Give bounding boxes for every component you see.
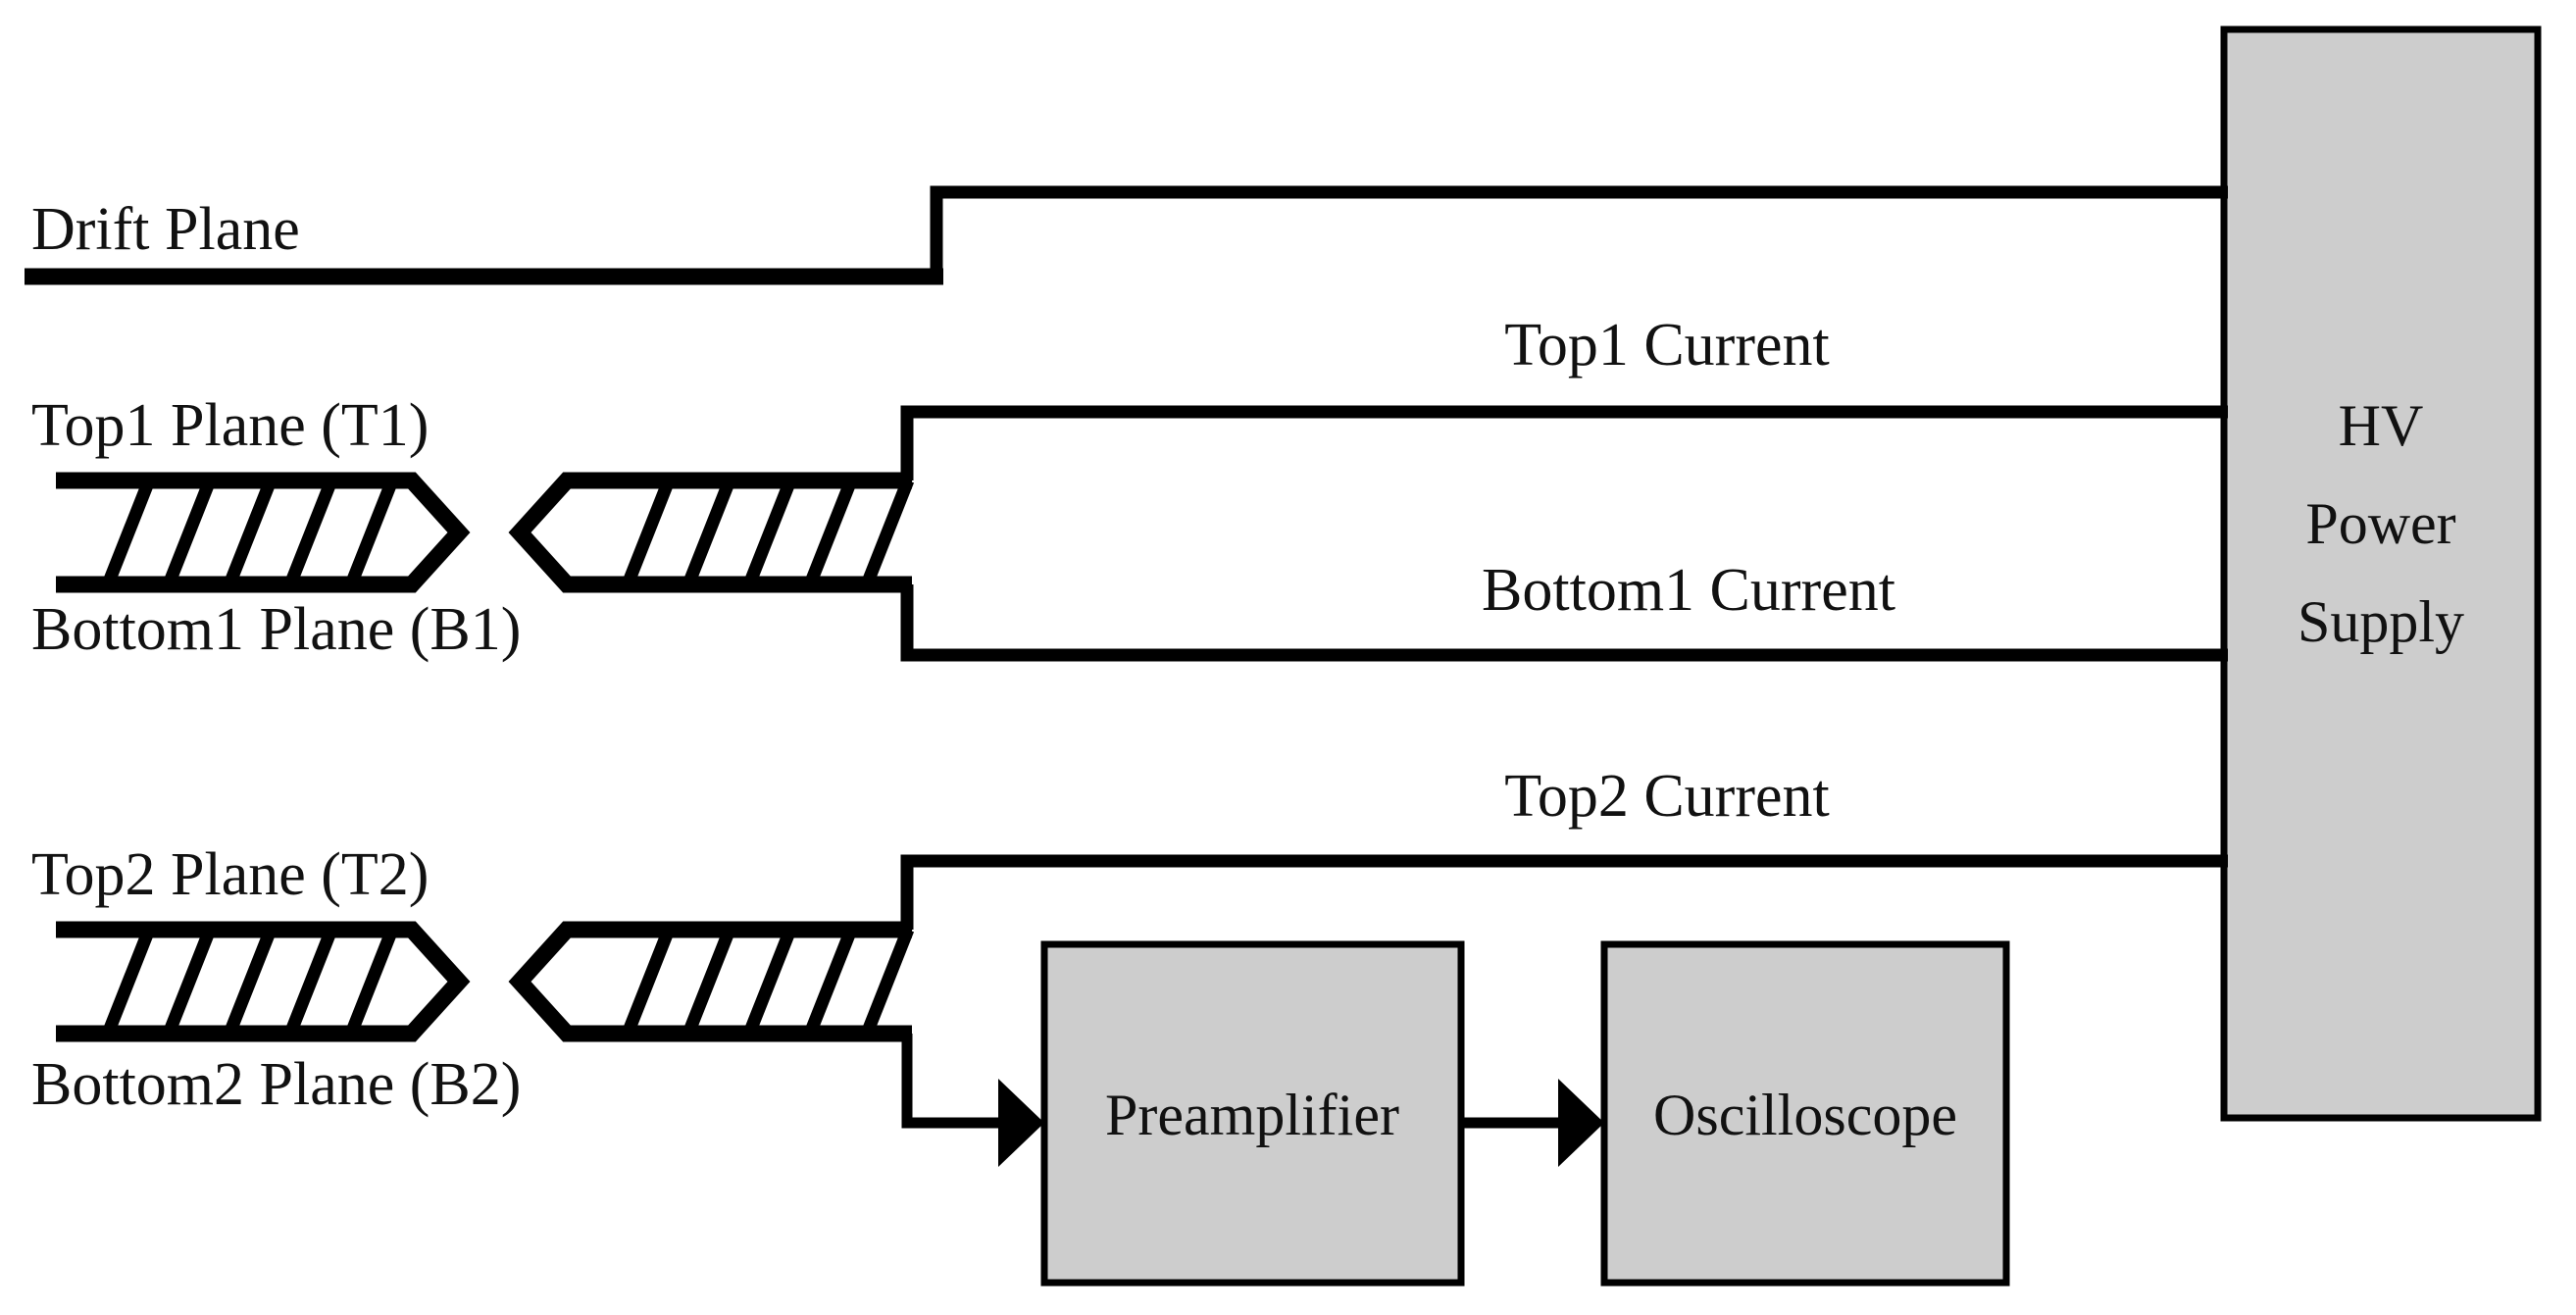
top1-plane-icon-right — [508, 472, 915, 593]
preamplifier-box[interactable] — [1040, 940, 1465, 1287]
preamplifier-label: Preamplifier — [1105, 1083, 1399, 1147]
wire-drift-to-hv — [930, 185, 2228, 277]
top2-plane-icon-right — [508, 921, 915, 1042]
top1-plane-label: Top1 Plane (T1) — [31, 392, 429, 459]
oscilloscope-label: Oscilloscope — [1653, 1083, 1957, 1147]
top1-current-label: Top1 Current — [1504, 312, 1829, 379]
arrowhead-into-preamplifier — [998, 1079, 1044, 1167]
arrowhead-into-oscilloscope — [1558, 1079, 1604, 1167]
top2-plane-icon-left — [56, 921, 471, 1042]
hv-power-supply-box[interactable] — [2220, 25, 2542, 1122]
wire-top2-to-hv — [900, 854, 2228, 930]
hv-power-supply-label-line1: HV — [2339, 393, 2424, 458]
bottom1-plane-label: Bottom1 Plane (B1) — [31, 596, 521, 663]
top2-current-label: Top2 Current — [1504, 763, 1829, 830]
bottom2-plane-label: Bottom2 Plane (B2) — [31, 1051, 521, 1118]
wire-bottom1-to-hv — [900, 584, 2228, 662]
top2-plane-label: Top2 Plane (T2) — [31, 841, 429, 908]
wire-top1-to-hv — [900, 405, 2228, 480]
bottom1-current-label: Bottom1 Current — [1482, 557, 1895, 624]
wire-bottom2-to-preamplifier — [901, 1034, 1002, 1129]
hv-power-supply-label-line2: Power — [2305, 491, 2455, 556]
drift-plane-label: Drift Plane — [31, 196, 300, 263]
hv-power-supply-label-line3: Supply — [2298, 589, 2464, 654]
oscilloscope-box[interactable] — [1600, 940, 2010, 1287]
top1-plane-icon-left — [56, 472, 471, 593]
